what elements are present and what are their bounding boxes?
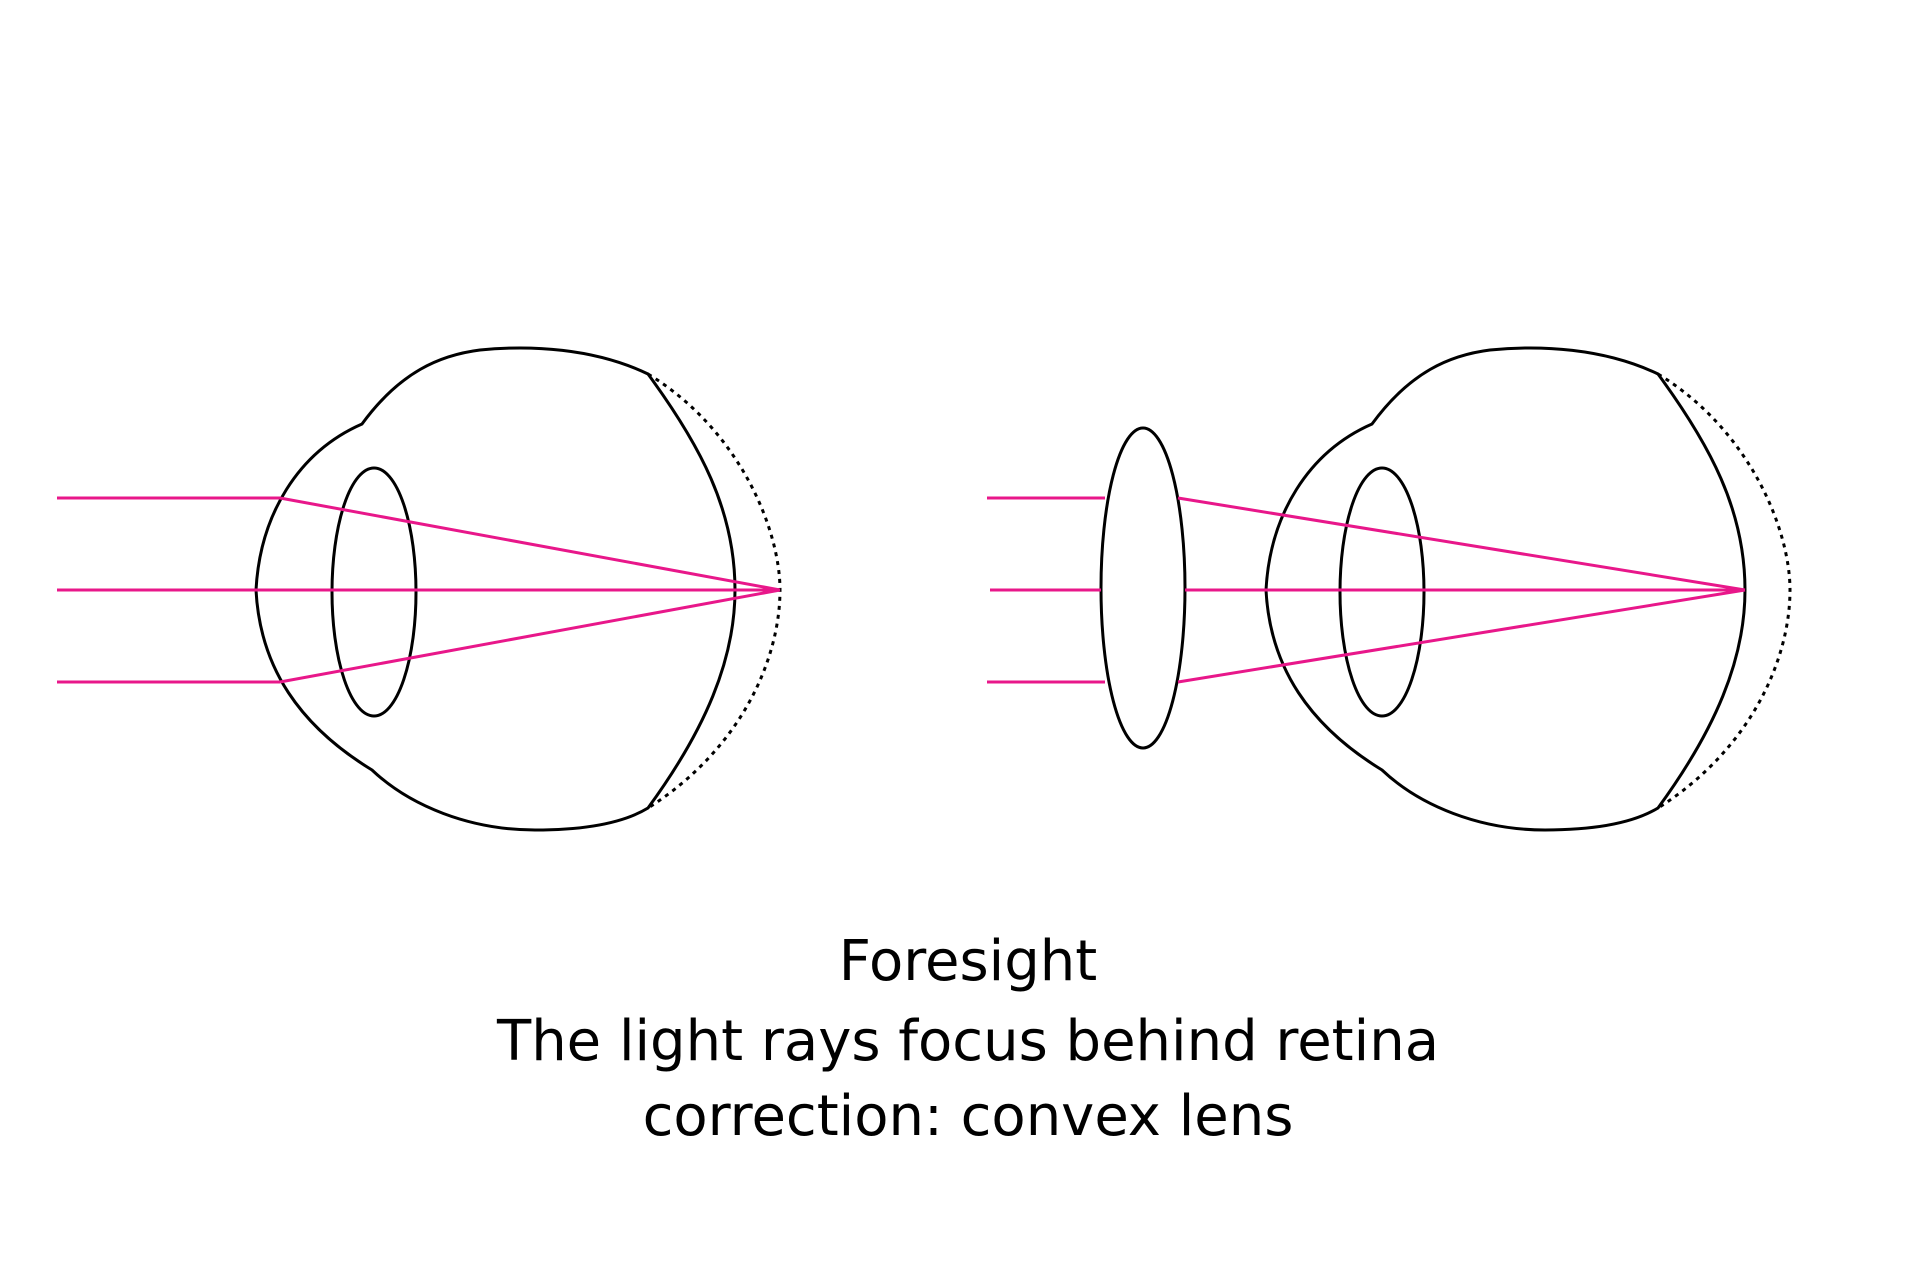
uncorrected-eye — [57, 346, 782, 832]
ray-bottom-refracted-corrected — [1177, 588, 1746, 684]
eyeball-outline — [254, 346, 737, 832]
corrected-eye — [987, 346, 1792, 832]
ray-top-refracted — [279, 496, 781, 592]
ray-top-refracted-corrected — [1177, 496, 1746, 592]
caption-description: The light rays focus behind retina — [496, 1009, 1440, 1074]
convex-lens — [1099, 426, 1187, 750]
caption-title: Foresight — [838, 929, 1098, 994]
caption-correction: correction: convex lens — [642, 1084, 1294, 1149]
crystalline-lens-corrected — [1338, 466, 1426, 718]
eyeball-outline-corrected — [1264, 346, 1747, 832]
ray-bottom-refracted — [279, 588, 781, 684]
crystalline-lens — [330, 466, 418, 718]
retina-dashed-corrected — [1657, 372, 1792, 810]
